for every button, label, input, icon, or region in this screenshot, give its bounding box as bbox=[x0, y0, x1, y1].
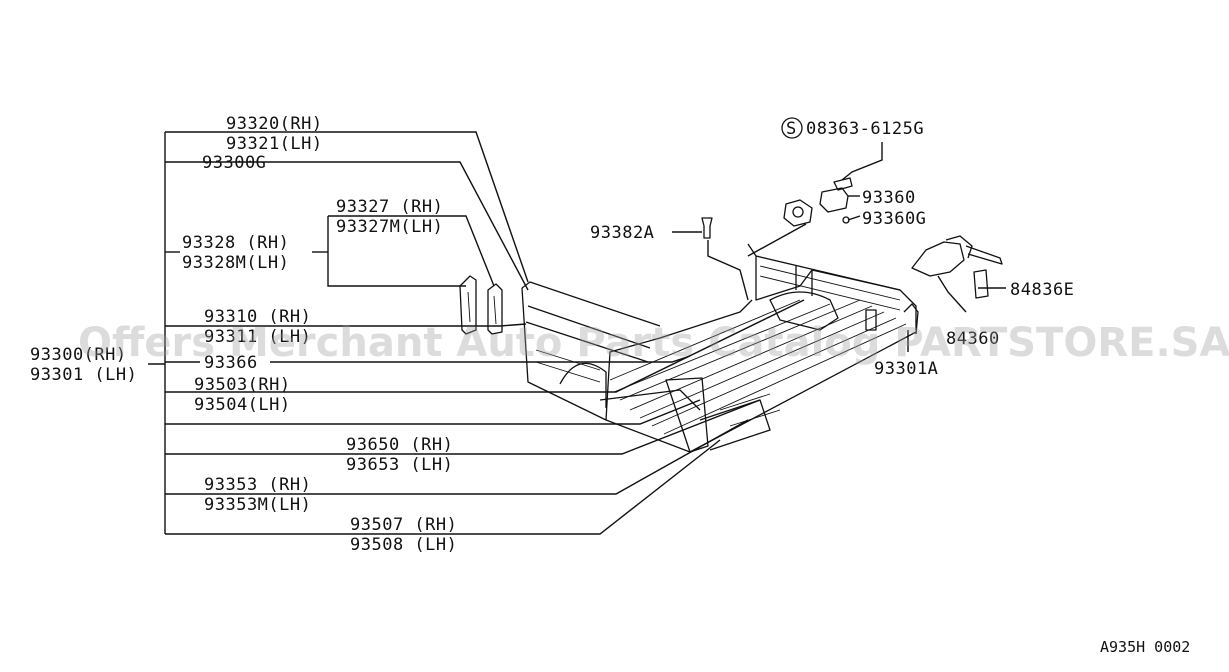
label-93300g: 93300G bbox=[202, 153, 266, 173]
label-93360g: 93360G bbox=[862, 209, 926, 229]
label-93320: 93320(RH) bbox=[226, 114, 323, 134]
label-08363-6125g: 08363-6125G bbox=[806, 119, 924, 139]
label-93382a: 93382A bbox=[590, 223, 654, 243]
lock-cylinder-84360 bbox=[911, 235, 1003, 299]
label-93321: 93321(LH) bbox=[226, 134, 323, 154]
label-93311: 93311 (LH) bbox=[204, 327, 311, 347]
label-93353: 93353 (RH) bbox=[204, 475, 311, 495]
lock-bracket-93360 bbox=[783, 177, 853, 227]
label-93300: 93300(RH) bbox=[30, 345, 127, 365]
label-93301a: 93301A bbox=[874, 359, 938, 379]
screw-symbol-icon bbox=[781, 117, 803, 139]
screw-symbol-letter: S bbox=[786, 119, 797, 139]
label-93327: 93327 (RH) bbox=[336, 197, 443, 217]
watermark: Offers Merchant Auto Parts Catalog PARTS… bbox=[78, 320, 1229, 366]
label-93353m: 93353M(LH) bbox=[204, 495, 311, 515]
bolt-93382a bbox=[701, 217, 713, 239]
label-93650: 93650 (RH) bbox=[346, 435, 453, 455]
label-93653: 93653 (LH) bbox=[346, 455, 453, 475]
label-93360: 93360 bbox=[862, 188, 916, 208]
label-93301: 93301 (LH) bbox=[30, 365, 137, 385]
side-braces bbox=[459, 275, 503, 335]
label-93328m: 93328M(LH) bbox=[182, 253, 289, 273]
label-93328: 93328 (RH) bbox=[182, 233, 289, 253]
label-93503: 93503(RH) bbox=[194, 375, 291, 395]
label-84360: 84360 bbox=[946, 329, 1000, 349]
leader-lines bbox=[148, 131, 1006, 535]
label-93327m: 93327M(LH) bbox=[336, 217, 443, 237]
label-84836e: 84836E bbox=[1010, 280, 1074, 300]
part-labels: 93320(RH) 93321(LH) 93300G 93327 (RH) 93… bbox=[30, 114, 1074, 555]
diagram-code: A935H 0002 bbox=[1100, 638, 1190, 656]
label-93507: 93507 (RH) bbox=[350, 515, 457, 535]
label-93504: 93504(LH) bbox=[194, 395, 291, 415]
label-93310: 93310 (RH) bbox=[204, 307, 311, 327]
label-93366: 93366 bbox=[204, 353, 258, 373]
label-93508: 93508 (LH) bbox=[350, 535, 457, 555]
